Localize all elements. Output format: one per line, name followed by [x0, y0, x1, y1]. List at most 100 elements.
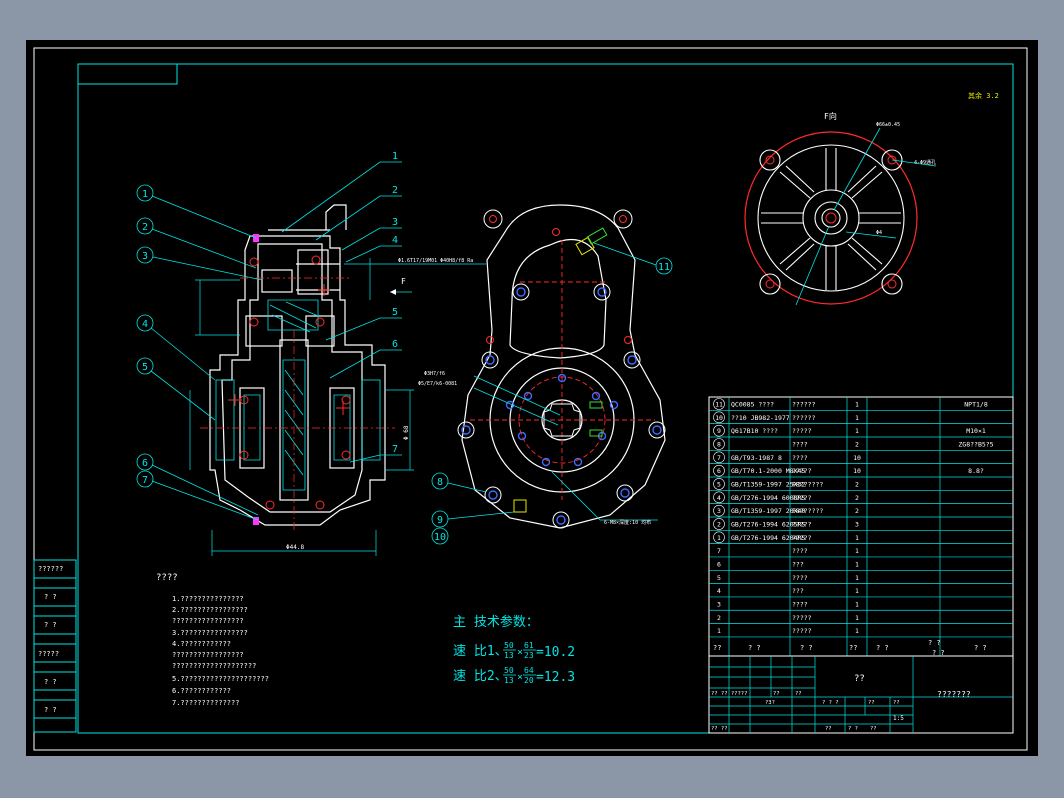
- title-drawing-name: ??: [854, 674, 865, 684]
- bom-row-no-circle: [713, 491, 725, 504]
- notes-line-8: 6.????????????: [172, 687, 231, 695]
- bom-row-qty: 1: [855, 401, 859, 409]
- bom-row-qty: 1: [855, 574, 859, 582]
- ratio2-prefix: 速 比2、: [453, 669, 508, 684]
- bom-row-no: 5: [717, 574, 721, 582]
- title-mark: ?3?: [765, 700, 775, 706]
- bom-row-name: ?????: [792, 467, 812, 475]
- title-cell-6: ?? ??: [711, 726, 728, 732]
- tech-title: 主 技术参数：: [453, 614, 539, 630]
- bom-row-name: ?????: [792, 627, 812, 635]
- bom-row-qty: 2: [855, 494, 859, 502]
- left-strip-text-4: ? ?: [44, 678, 57, 686]
- bom-header-6b: ? ?: [932, 649, 945, 657]
- ratio2-result: =12.3: [536, 670, 575, 685]
- bom-row-no: 10: [715, 414, 723, 422]
- bom-row-no-circle: [713, 518, 725, 530]
- title-sheet: ? ?: [848, 726, 858, 732]
- bom-row-qty: 1: [855, 600, 859, 608]
- bom-row-name: ????: [792, 440, 808, 448]
- bom-row-code: GB/T276-1994 6008RS: [731, 494, 805, 502]
- notes-line-5: ?????????????????: [172, 651, 244, 659]
- left-strip-text-5: ? ?: [44, 706, 57, 714]
- bom-header-1: ??: [713, 644, 721, 652]
- notes-line-4: 4.????????????: [172, 640, 231, 648]
- title-scale: 1:5: [893, 715, 904, 722]
- bom-row-no: 7: [717, 547, 721, 555]
- bom-row-qty: 1: [855, 547, 859, 555]
- bom-row-no-circle: [713, 398, 725, 410]
- ratio1-result: =10.2: [536, 645, 575, 660]
- bom-row-name: F8??????: [792, 507, 823, 515]
- bom-row-no: 11: [715, 401, 723, 409]
- side-dim-right: Φ 68: [403, 425, 410, 440]
- bom-header-3: ? ?: [800, 644, 813, 652]
- bom-row-qty: 3: [855, 520, 859, 528]
- roughness-note: 其余 3.2: [968, 91, 999, 100]
- left-strip-text-1: ? ?: [44, 593, 57, 601]
- front-balloon-10: 10: [434, 532, 446, 543]
- bom-row-name: ????: [792, 547, 808, 555]
- title-cell-1: ??: [773, 691, 780, 697]
- bom-row-name: ??????: [792, 414, 816, 422]
- flange-note-1: Φ66±0.45: [876, 122, 900, 128]
- side-label-7: 7: [392, 444, 398, 455]
- title-cell-7: ??: [825, 726, 832, 732]
- side-balloon-3: 3: [142, 251, 148, 262]
- bom-row-name: ?????: [792, 520, 812, 528]
- bom-row-qty: 2: [855, 480, 859, 488]
- bom-row-name: ??????: [792, 401, 816, 409]
- bom-row-no: 2: [717, 614, 721, 622]
- ratio2-f2-num: 64: [524, 666, 534, 675]
- bom-row-name: F8??????: [792, 480, 823, 488]
- side-balloon-2: 2: [142, 222, 148, 233]
- title-cell-4: ??: [868, 700, 875, 706]
- left-strip: [33, 559, 77, 733]
- notes-line-6: ????????????????????: [172, 662, 256, 670]
- title-cell-2: ??: [795, 691, 802, 697]
- bom-row-code: Q617B10 ????: [731, 427, 778, 435]
- left-strip-text-0: ??????: [38, 565, 63, 573]
- notes-line-3: 3.????????????????: [172, 629, 248, 637]
- bom-row-name: ????: [792, 574, 808, 582]
- bom-row-note: ZG8??B5?5: [958, 440, 993, 448]
- title-cell-0: ?? ?? ?????: [711, 691, 747, 697]
- title-company: ???????: [937, 690, 971, 699]
- bom-header-4: ??: [849, 644, 857, 652]
- side-balloon-5: 5: [142, 362, 148, 373]
- front-balloon-8: 8: [437, 477, 443, 488]
- bom-row-name: ???: [792, 560, 804, 568]
- bom-row-name: ?????: [792, 534, 812, 542]
- front-view: 8 9 10 11 Φ3H7/f6 Φ5/E7/k6-0081 6-M8×深度:…: [418, 204, 673, 545]
- ratio2-f1-den: 13: [504, 676, 514, 685]
- notes-line-1: 2.????????????????: [172, 606, 248, 614]
- side-balloon-7: 7: [142, 475, 148, 486]
- bom-header-7: ? ?: [974, 644, 987, 652]
- side-label-2: 2: [392, 185, 398, 196]
- bom-row-no-circle: [713, 531, 725, 544]
- tech-requirements: ???? 1.??????????????? 2.???????????????…: [156, 573, 269, 707]
- side-balloon-4: 4: [142, 319, 148, 330]
- side-label-6: 6: [392, 339, 398, 350]
- bom-row-code: ??10 JB982-1977: [731, 414, 790, 422]
- bom-row-code: GB/T1359-1997 20X40: [731, 507, 805, 515]
- bom-row-code: QC0085 ????: [731, 401, 774, 409]
- notes-line-2: ?????????????????: [172, 617, 244, 625]
- bom-row-code: GB/T70.1-2000 M8X45: [731, 467, 805, 475]
- sheet-outer-border: [33, 47, 1028, 751]
- bom-row-no: 4: [717, 587, 721, 595]
- bom-row-code: GB/T1359-1997 25X32: [731, 480, 805, 488]
- bom-row-no: 1: [717, 627, 721, 635]
- bom-header-6: ? ?: [928, 639, 941, 647]
- notes-line-0: 1.???????????????: [172, 595, 244, 603]
- left-strip-text-3: ?????: [38, 650, 59, 658]
- bom-row-no: 6: [717, 467, 721, 475]
- left-strip-text-2: ? ?: [44, 621, 57, 629]
- side-label-1: 1: [392, 151, 398, 162]
- bom-header-5: ? ?: [876, 644, 889, 652]
- ratio1-f1-num: 50: [504, 641, 514, 650]
- bom-row-no: 4: [717, 494, 721, 502]
- bom-header-2: ? ?: [748, 644, 761, 652]
- bom-row-no: 9: [717, 427, 721, 435]
- ratio2-times: ×: [517, 672, 523, 683]
